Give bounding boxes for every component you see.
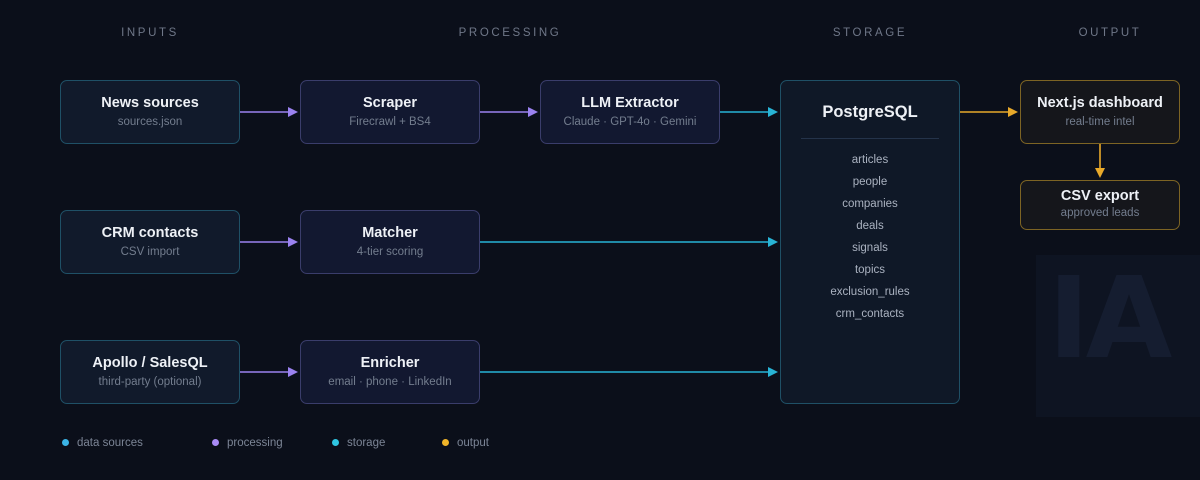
edge-matcher-to-postgres bbox=[480, 237, 778, 247]
edge-llm-to-postgres bbox=[720, 107, 778, 117]
legend-dot-icon bbox=[62, 439, 69, 446]
table-item-articles: articles bbox=[851, 154, 889, 166]
edge-postgres-to-dashboard bbox=[960, 107, 1018, 117]
table-item-people: people bbox=[852, 176, 888, 188]
node-subtitle: third-party (optional) bbox=[98, 376, 202, 388]
node-title: Enricher bbox=[360, 355, 420, 371]
node-title: CSV export bbox=[1060, 188, 1140, 204]
node-subtitle: 4-tier scoring bbox=[356, 246, 424, 258]
node-subtitle: Claude · GPT-4o · Gemini bbox=[563, 116, 697, 128]
arrowhead-icon bbox=[288, 107, 298, 117]
node-matcher: Matcher 4-tier scoring bbox=[300, 210, 480, 274]
edge-apollo-to-enricher bbox=[240, 367, 298, 377]
node-title: Next.js dashboard bbox=[1037, 95, 1163, 111]
arrowhead-icon bbox=[288, 237, 298, 247]
legend-dot-icon bbox=[442, 439, 449, 446]
node-title: News sources bbox=[101, 95, 199, 111]
edge-crm-to-matcher bbox=[240, 237, 298, 247]
table-item-crm-contacts: crm_contacts bbox=[835, 308, 905, 320]
node-news-sources: News sources sources.json bbox=[60, 80, 240, 144]
divider bbox=[801, 138, 939, 139]
watermark-logo: IA bbox=[1036, 255, 1200, 417]
arrowhead-icon bbox=[1095, 168, 1105, 178]
watermark-text: IA bbox=[1048, 255, 1172, 384]
node-enricher: Enricher email · phone · LinkedIn bbox=[300, 340, 480, 404]
arrowhead-icon bbox=[528, 107, 538, 117]
node-subtitle: email · phone · LinkedIn bbox=[328, 376, 452, 388]
node-title: LLM Extractor bbox=[581, 95, 679, 111]
table-item-companies: companies bbox=[842, 198, 898, 210]
legend-dot-icon bbox=[332, 439, 339, 446]
node-nextjs-dashboard: Next.js dashboard real-time intel bbox=[1020, 80, 1180, 144]
table-item-deals: deals bbox=[856, 220, 884, 232]
database-title: PostgreSQL bbox=[822, 103, 918, 121]
legend-label: data sources bbox=[77, 437, 143, 449]
table-item-exclusion-rules: exclusion_rules bbox=[830, 286, 910, 298]
edge-dashboard-to-csv bbox=[1095, 144, 1105, 178]
column-header-output: OUTPUT bbox=[1078, 27, 1142, 39]
arrowhead-icon bbox=[288, 367, 298, 377]
legend-item-data-sources: data sources bbox=[62, 437, 143, 451]
node-subtitle: sources.json bbox=[117, 116, 183, 128]
node-crm-contacts: CRM contacts CSV import bbox=[60, 210, 240, 274]
node-scraper: Scraper Firecrawl + BS4 bbox=[300, 80, 480, 144]
edge-enricher-to-postgres bbox=[480, 367, 778, 377]
column-header-storage: STORAGE bbox=[832, 27, 908, 39]
node-subtitle: real-time intel bbox=[1065, 116, 1135, 128]
legend-label: storage bbox=[347, 437, 386, 449]
legend-item-processing: processing bbox=[212, 437, 283, 451]
legend-label: processing bbox=[227, 437, 283, 449]
node-title: CRM contacts bbox=[101, 225, 199, 241]
node-subtitle: Firecrawl + BS4 bbox=[349, 116, 431, 128]
arrowhead-icon bbox=[768, 107, 778, 117]
arrowhead-icon bbox=[768, 367, 778, 377]
node-subtitle: approved leads bbox=[1060, 207, 1140, 219]
column-header-inputs: INPUTS bbox=[121, 27, 179, 39]
edge-news-to-scraper bbox=[240, 107, 298, 117]
legend-dot-icon bbox=[212, 439, 219, 446]
legend-item-output: output bbox=[442, 437, 489, 451]
node-title: Apollo / SalesQL bbox=[92, 355, 208, 371]
arrowhead-icon bbox=[1008, 107, 1018, 117]
node-title: Scraper bbox=[362, 95, 417, 111]
table-item-topics: topics bbox=[854, 264, 886, 276]
table-item-signals: signals bbox=[852, 242, 888, 254]
arrowhead-icon bbox=[768, 237, 778, 247]
column-header-processing: PROCESSING bbox=[458, 27, 562, 39]
node-csv-export: CSV export approved leads bbox=[1020, 180, 1180, 230]
node-subtitle: CSV import bbox=[120, 246, 180, 258]
legend-label: output bbox=[457, 437, 489, 449]
node-postgresql: PostgreSQL articles people companies dea… bbox=[780, 80, 960, 404]
legend-item-storage: storage bbox=[332, 437, 385, 451]
node-title: Matcher bbox=[362, 225, 418, 241]
node-apollo-salesql: Apollo / SalesQL third-party (optional) bbox=[60, 340, 240, 404]
node-llm-extractor: LLM Extractor Claude · GPT-4o · Gemini bbox=[540, 80, 720, 144]
edge-scraper-to-llm bbox=[480, 107, 538, 117]
